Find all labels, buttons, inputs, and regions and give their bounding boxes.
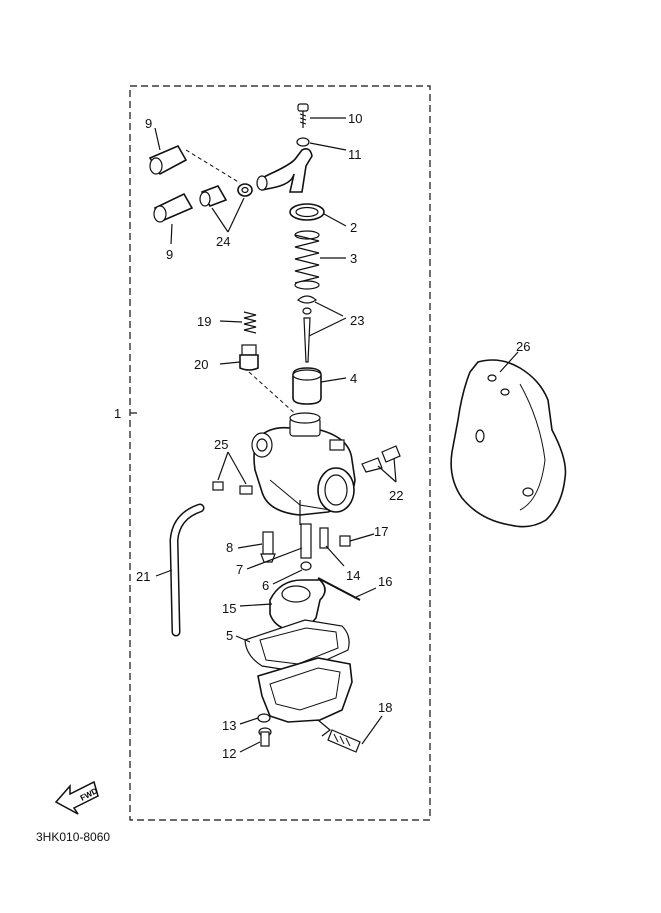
part-float [269,579,326,632]
label-4: 4 [350,371,357,386]
part-gasket-top [289,203,325,221]
part-pilot-screws [212,481,253,495]
part-main-jet [260,531,276,563]
part-throttle-spring [294,230,320,290]
part-washer [296,137,310,147]
label-3: 3 [350,251,357,266]
label-22: 22 [389,488,403,503]
label-6: 6 [262,578,269,593]
part-throttle-stop-screw [239,344,259,371]
part-float-chamber [257,657,353,737]
label-2: 2 [350,220,357,235]
part-air-vent-elbow [256,148,313,193]
label-5: 5 [226,628,233,643]
fwd-arrow-icon: FWD [54,780,99,815]
label-13: 13 [222,718,236,733]
label-1: 1 [114,406,121,421]
part-plug [339,535,351,547]
part-cover [450,359,567,528]
part-throttle-valve [292,367,322,405]
label-16: 16 [378,574,392,589]
label-11: 11 [348,147,362,162]
label-20: 20 [194,357,208,372]
part-pilot-spring [243,311,257,334]
part-cap-lower [153,192,194,223]
label-9-lower: 9 [166,247,173,262]
label-24: 24 [216,234,230,249]
part-chamber-washer [257,713,271,723]
label-18: 18 [378,700,392,715]
label-14: 14 [346,568,360,583]
part-pilot-jet [319,527,329,549]
label-12: 12 [222,746,236,761]
label-15: 15 [222,601,236,616]
part-needle-set [297,295,317,363]
label-21: 21 [136,569,150,584]
part-nut-small [237,183,253,197]
part-jet-washer [300,561,312,571]
part-carburetor-body [251,412,356,525]
part-side-screws [361,445,401,473]
label-19: 19 [197,314,211,329]
label-9-upper: 9 [145,116,152,131]
label-23: 23 [350,313,364,328]
label-7: 7 [236,562,243,577]
label-8: 8 [226,540,233,555]
part-nut-sleeve [199,185,228,207]
part-cap-upper [148,144,188,176]
assembly-boundary [129,85,431,821]
part-float-pin [317,577,361,601]
part-drain-screw [327,729,361,753]
label-26: 26 [516,339,530,354]
label-10: 10 [348,111,362,126]
part-chamber-screw [258,727,272,747]
label-17: 17 [374,524,388,539]
part-screw [297,103,309,128]
part-needle-jet [300,523,312,559]
label-25: 25 [214,437,228,452]
diagram-code: 3HK010-8060 [36,830,110,844]
